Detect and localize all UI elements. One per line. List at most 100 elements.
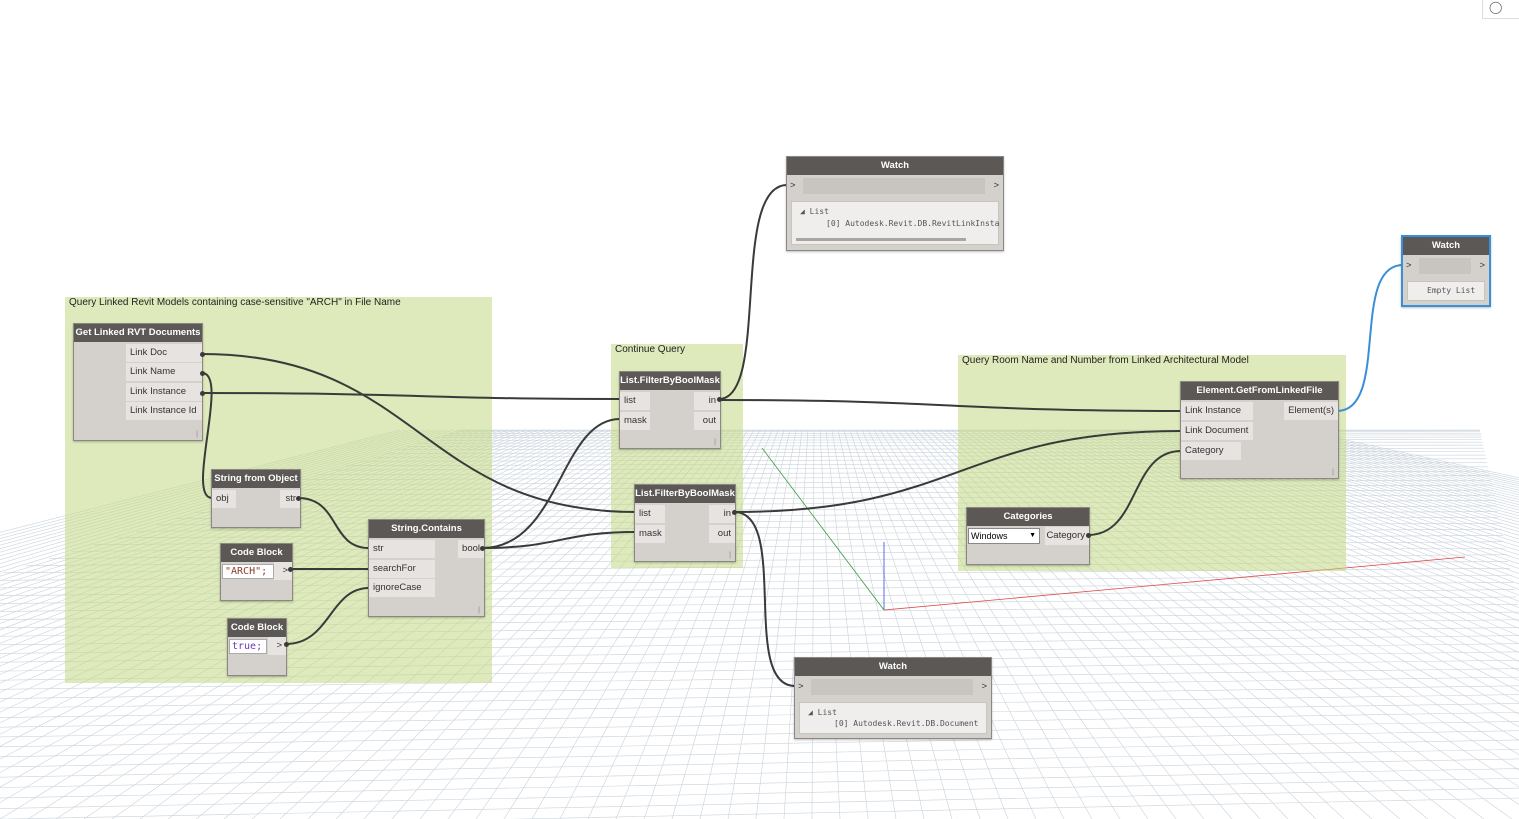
grid-line [1191, 429, 1519, 523]
node-title: Watch [787, 157, 1003, 175]
resize-handle[interactable]: | [1332, 469, 1334, 476]
node-code-block-arch[interactable]: Code Block "ARCH"; > [220, 543, 293, 601]
resize-handle[interactable]: | [714, 439, 716, 446]
input-mask[interactable]: mask [635, 525, 665, 543]
grid-line [1149, 429, 1519, 548]
grid-line [783, 429, 809, 819]
list-item: [0] Autodesk.Revit.DB.RevitLinkInsta [826, 219, 1000, 228]
input-link-instance[interactable]: Link Instance [1181, 402, 1253, 420]
input-ignore-case[interactable]: ignoreCase [369, 579, 435, 597]
grid-line [0, 777, 1519, 809]
node-string-from-object[interactable]: String from Object obj str [211, 469, 301, 528]
port-dot [200, 371, 205, 376]
input-search-for[interactable]: searchFor [369, 560, 435, 578]
watch-preview[interactable]: Empty List [1407, 281, 1485, 301]
list-label: List [809, 207, 829, 216]
bike-icon: ◯ [1489, 0, 1503, 14]
input-port[interactable]: > [1406, 260, 1412, 271]
grid-line [1155, 429, 1519, 544]
output-arrow[interactable]: > [274, 562, 292, 580]
port-dot [200, 352, 205, 357]
grid-line [755, 429, 803, 819]
resize-handle[interactable]: | [729, 552, 731, 559]
output-out[interactable]: out [694, 412, 720, 430]
node-get-linked-rvt-documents[interactable]: Get Linked RVT Documents Link Doc Link N… [73, 323, 203, 441]
node-element-get-from-linked-file[interactable]: Element.GetFromLinkedFile Link Instance … [1180, 381, 1339, 479]
output-port[interactable]: > [1479, 260, 1485, 271]
list-header: ◢ List [800, 207, 829, 216]
node-string-contains[interactable]: String.Contains str searchFor ignoreCase… [368, 519, 485, 617]
list-item: [0] Autodesk.Revit.DB.Document [834, 719, 979, 728]
code-input[interactable]: "ARCH"; [222, 564, 274, 579]
input-link-document[interactable]: Link Document [1181, 422, 1253, 440]
grid-line [0, 768, 1519, 799]
grid-line [1233, 429, 1519, 503]
node-watch-2[interactable]: Watch > > ◢ List [0] Autodesk.Revit.DB.D… [794, 657, 992, 739]
grid-line [1221, 429, 1519, 508]
horizontal-scrollbar[interactable] [796, 238, 966, 241]
input-port[interactable]: > [798, 681, 804, 692]
grid-line [831, 429, 897, 819]
list-header: ◢ List [808, 708, 837, 717]
input-category[interactable]: Category [1181, 442, 1241, 460]
grid-line [1185, 429, 1519, 526]
resize-handle[interactable]: | [478, 607, 480, 614]
output-link-instance-id[interactable]: Link Instance Id [126, 402, 202, 420]
category-dropdown[interactable]: Windows ▼ [968, 528, 1040, 544]
input-mask[interactable]: mask [620, 412, 650, 430]
node-title: Watch [795, 658, 991, 676]
output-in[interactable]: in [709, 505, 735, 523]
output-category[interactable]: Category [1045, 527, 1089, 545]
grid-line [1161, 429, 1519, 540]
node-title: List.FilterByBoolMask [620, 372, 720, 390]
grid-line [1227, 429, 1519, 505]
output-link-doc[interactable]: Link Doc [126, 344, 202, 362]
port-dot [200, 391, 205, 396]
output-port[interactable]: > [993, 180, 999, 191]
node-code-block-true[interactable]: Code Block true; > [227, 618, 287, 676]
node-title: Code Block [221, 544, 292, 562]
canvas-view-toggle[interactable]: ◯ [1482, 0, 1519, 19]
node-title: Categories [967, 508, 1089, 526]
grid-line [507, 797, 1519, 819]
port-dot [480, 546, 485, 551]
grid-line [0, 712, 1519, 738]
node-list-filter-by-bool-mask-2[interactable]: List.FilterByBoolMask list mask in out | [634, 484, 736, 562]
output-link-instance[interactable]: Link Instance [126, 383, 202, 401]
port-dot [1086, 533, 1091, 538]
output-port[interactable]: > [981, 681, 987, 692]
node-title: Watch [1403, 237, 1489, 255]
grid-line [1167, 429, 1519, 536]
y-axis-line [761, 447, 885, 611]
node-categories[interactable]: Categories Windows ▼ Category [966, 507, 1090, 565]
node-list-filter-by-bool-mask-1[interactable]: List.FilterByBoolMask list mask in out | [619, 371, 721, 449]
watch-port-bar [1419, 258, 1471, 274]
grid-line [0, 685, 1519, 709]
grid-line [1197, 429, 1519, 520]
resize-handle[interactable]: | [196, 431, 198, 438]
grid-line [1239, 429, 1519, 500]
output-link-name[interactable]: Link Name [126, 363, 202, 381]
port-dot [288, 567, 293, 572]
input-port[interactable]: > [790, 180, 796, 191]
node-watch-3[interactable]: Watch > > Empty List [1401, 235, 1491, 307]
watch-preview[interactable]: ◢ List [0] Autodesk.Revit.DB.Document [799, 702, 987, 734]
grid-line [1173, 429, 1519, 533]
x-axis-line [883, 556, 1466, 611]
grid-line [1179, 429, 1519, 529]
output-elements[interactable]: Element(s) [1284, 402, 1338, 420]
output-out[interactable]: out [709, 525, 735, 543]
input-list[interactable]: list [620, 392, 650, 410]
node-watch-1[interactable]: Watch > > ◢ List [0] Autodesk.Revit.DB.R… [786, 156, 1004, 251]
output-str[interactable]: str [280, 490, 300, 508]
list-label: Empty List [1427, 286, 1476, 295]
output-in[interactable]: in [694, 392, 720, 410]
watch-preview[interactable]: ◢ List [0] Autodesk.Revit.DB.RevitLinkIn… [791, 201, 999, 245]
output-bool[interactable]: bool [458, 540, 484, 558]
input-list[interactable]: list [635, 505, 665, 523]
output-arrow[interactable]: > [268, 637, 286, 655]
code-input[interactable]: true; [229, 639, 267, 654]
node-title: String from Object [212, 470, 300, 488]
input-str[interactable]: str [369, 540, 435, 558]
input-obj[interactable]: obj [212, 490, 236, 508]
